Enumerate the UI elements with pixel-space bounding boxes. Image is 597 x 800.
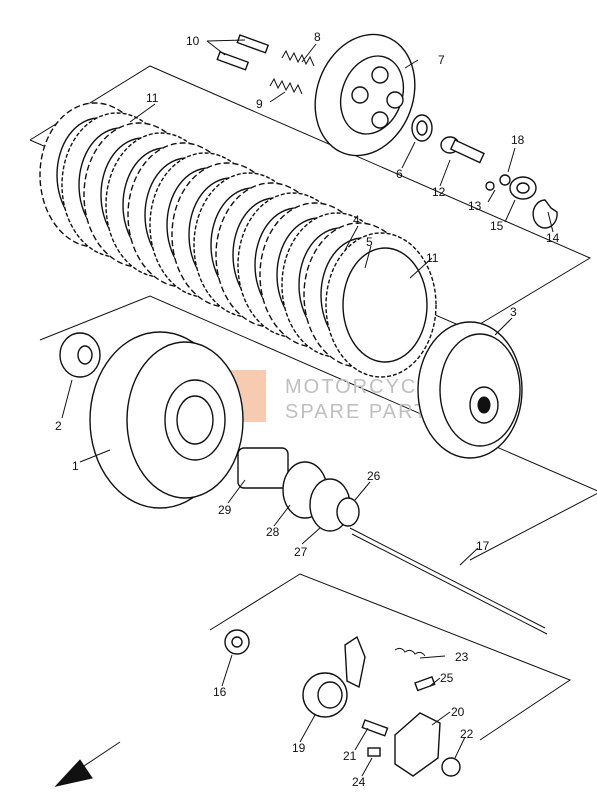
callout-5: 5 [366,235,373,249]
callout-27: 27 [294,545,308,559]
bolts [216,34,270,71]
callout-20: 20 [451,705,465,719]
callout-28: 28 [266,525,280,539]
needle-bearing-set [237,447,360,532]
push-rod [440,136,485,164]
watermark-line2: SPARE PARTS [285,401,444,423]
thrust-washer [59,332,101,378]
callout-18: 18 [511,133,525,147]
callout-4: 4 [353,213,360,227]
callout-16: 16 [213,685,227,699]
callout-29: 29 [218,503,232,517]
callout-3: 3 [510,305,517,319]
clutch-spring [269,77,303,95]
push-lever-axle [302,635,366,718]
push-lever-box [209,573,572,741]
callout-14: 14 [546,231,560,245]
lever-small-parts [361,647,461,777]
ball-and-nut [485,174,558,229]
callout-15: 15 [490,219,504,233]
pressure-plate [314,33,416,157]
callout-13: 13 [468,199,482,213]
clutch-housing-box [39,295,597,561]
callout-24: 24 [352,775,366,789]
callout-19: 19 [292,741,306,755]
callout-6: 6 [396,167,403,181]
push-rod-long [349,527,548,635]
clutch-plate-inner [342,247,428,363]
bearing [411,114,433,142]
friction-plate-stack [39,102,437,378]
callout-9: 9 [256,97,263,111]
callout-7: 7 [438,53,445,67]
springs [269,49,315,95]
callout-21: 21 [343,749,357,763]
clutch-boss [417,321,523,459]
callout-labels: 10 8 9 7 11 6 12 13 18 15 14 4 5 11 3 2 … [55,30,560,789]
callout-12: 12 [432,185,446,199]
callout-1: 1 [72,459,79,473]
callout-10: 10 [186,34,200,48]
callout-2: 2 [55,419,62,433]
clutch-spring [281,49,315,67]
watermark-line1: MOTORCYCLE [285,376,446,398]
front-arrow-icon [54,741,121,787]
callout-11a: 11 [146,91,159,105]
leader-lines [61,39,554,777]
callout-25: 25 [440,671,454,685]
oil-seal [224,629,250,655]
callout-23: 23 [455,650,469,664]
clutch-housing [89,331,244,509]
callout-17: 17 [476,539,490,553]
callout-26: 26 [367,469,381,483]
callout-22: 22 [460,727,474,741]
callout-8: 8 [314,30,321,44]
callout-11b: 11 [426,251,439,265]
